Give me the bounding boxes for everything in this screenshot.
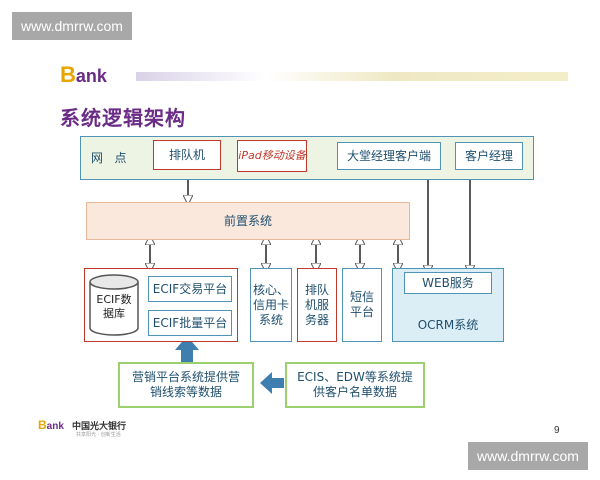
watermark-bottom-text: www.dmrrw.com <box>477 448 579 464</box>
logo-text: ank <box>75 66 107 86</box>
ecif-batch-box: ECIF批量平台 <box>148 310 232 336</box>
sms-platform-box: 短信平台 <box>342 268 382 342</box>
ecif-batch-label: ECIF批量平台 <box>152 315 228 330</box>
marketing-platform-box: 营销平台系统提供营销线索等数据 <box>118 362 254 408</box>
ipad-box: iPad移动设备 <box>237 140 307 172</box>
ecis-edw-label: ECIS、EDW等系统提供客户名单数据 <box>297 370 413 399</box>
ecif-trade-label: ECIF交易平台 <box>152 281 228 296</box>
page-number: 9 <box>554 425 560 436</box>
ocrm-label: OCRM系统 <box>417 318 479 332</box>
front-system-box: 前置系统 <box>86 202 410 240</box>
network-label: 网 点 <box>91 150 127 165</box>
header-gradient-bar <box>136 72 568 81</box>
ecif-trade-box: ECIF交易平台 <box>148 276 232 302</box>
web-service-label: WEB服务 <box>422 275 474 290</box>
sms-platform-label: 短信平台 <box>349 290 374 319</box>
footer-slogan: 共享阳光 · 创新生活 <box>76 432 121 438</box>
marketing-platform-label: 营销平台系统提供营销线索等数据 <box>131 370 240 399</box>
footer-bank-name: 中国光大银行 <box>72 422 127 432</box>
queue-server-label: 排队机服务器 <box>304 282 329 327</box>
arrow-ecis-left <box>260 372 284 394</box>
lobby-manager-label: 大堂经理客户端 <box>346 148 431 163</box>
logo-letter: B <box>60 62 76 87</box>
watermark-top-text: www.dmrrw.com <box>21 18 123 34</box>
queue-server-box: 排队机服务器 <box>297 268 337 342</box>
footer-logo: Bank 中国光大银行 共享阳光 · 创新生活 <box>38 416 126 438</box>
lobby-manager-box: 大堂经理客户端 <box>337 142 441 170</box>
footer-logo-letter: B <box>38 418 47 432</box>
page-title: 系统逻辑架构 <box>60 106 186 130</box>
core-credit-box: 核心、信用卡系统 <box>250 268 292 342</box>
ecis-edw-box: ECIS、EDW等系统提供客户名单数据 <box>285 362 425 408</box>
queue-machine-box: 排队机 <box>153 140 221 170</box>
ecif-database-label: ECIF数据库 <box>96 293 132 320</box>
core-credit-label: 核心、信用卡系统 <box>253 282 290 327</box>
front-system-label: 前置系统 <box>223 213 272 228</box>
footer-logo-text: ank <box>46 421 64 432</box>
web-service-box: WEB服务 <box>404 272 492 294</box>
ipad-label: iPad移动设备 <box>238 149 306 163</box>
watermark-bottom: www.dmrrw.com <box>468 442 588 470</box>
arrow-marketing-up <box>175 336 199 362</box>
header-logo: Bank <box>60 62 107 87</box>
watermark-top: www.dmrrw.com <box>12 12 132 40</box>
account-manager-label: 客户经理 <box>464 148 513 163</box>
queue-machine-label: 排队机 <box>168 147 205 162</box>
ecif-database-cylinder <box>89 274 139 336</box>
account-manager-box: 客户经理 <box>455 142 523 170</box>
